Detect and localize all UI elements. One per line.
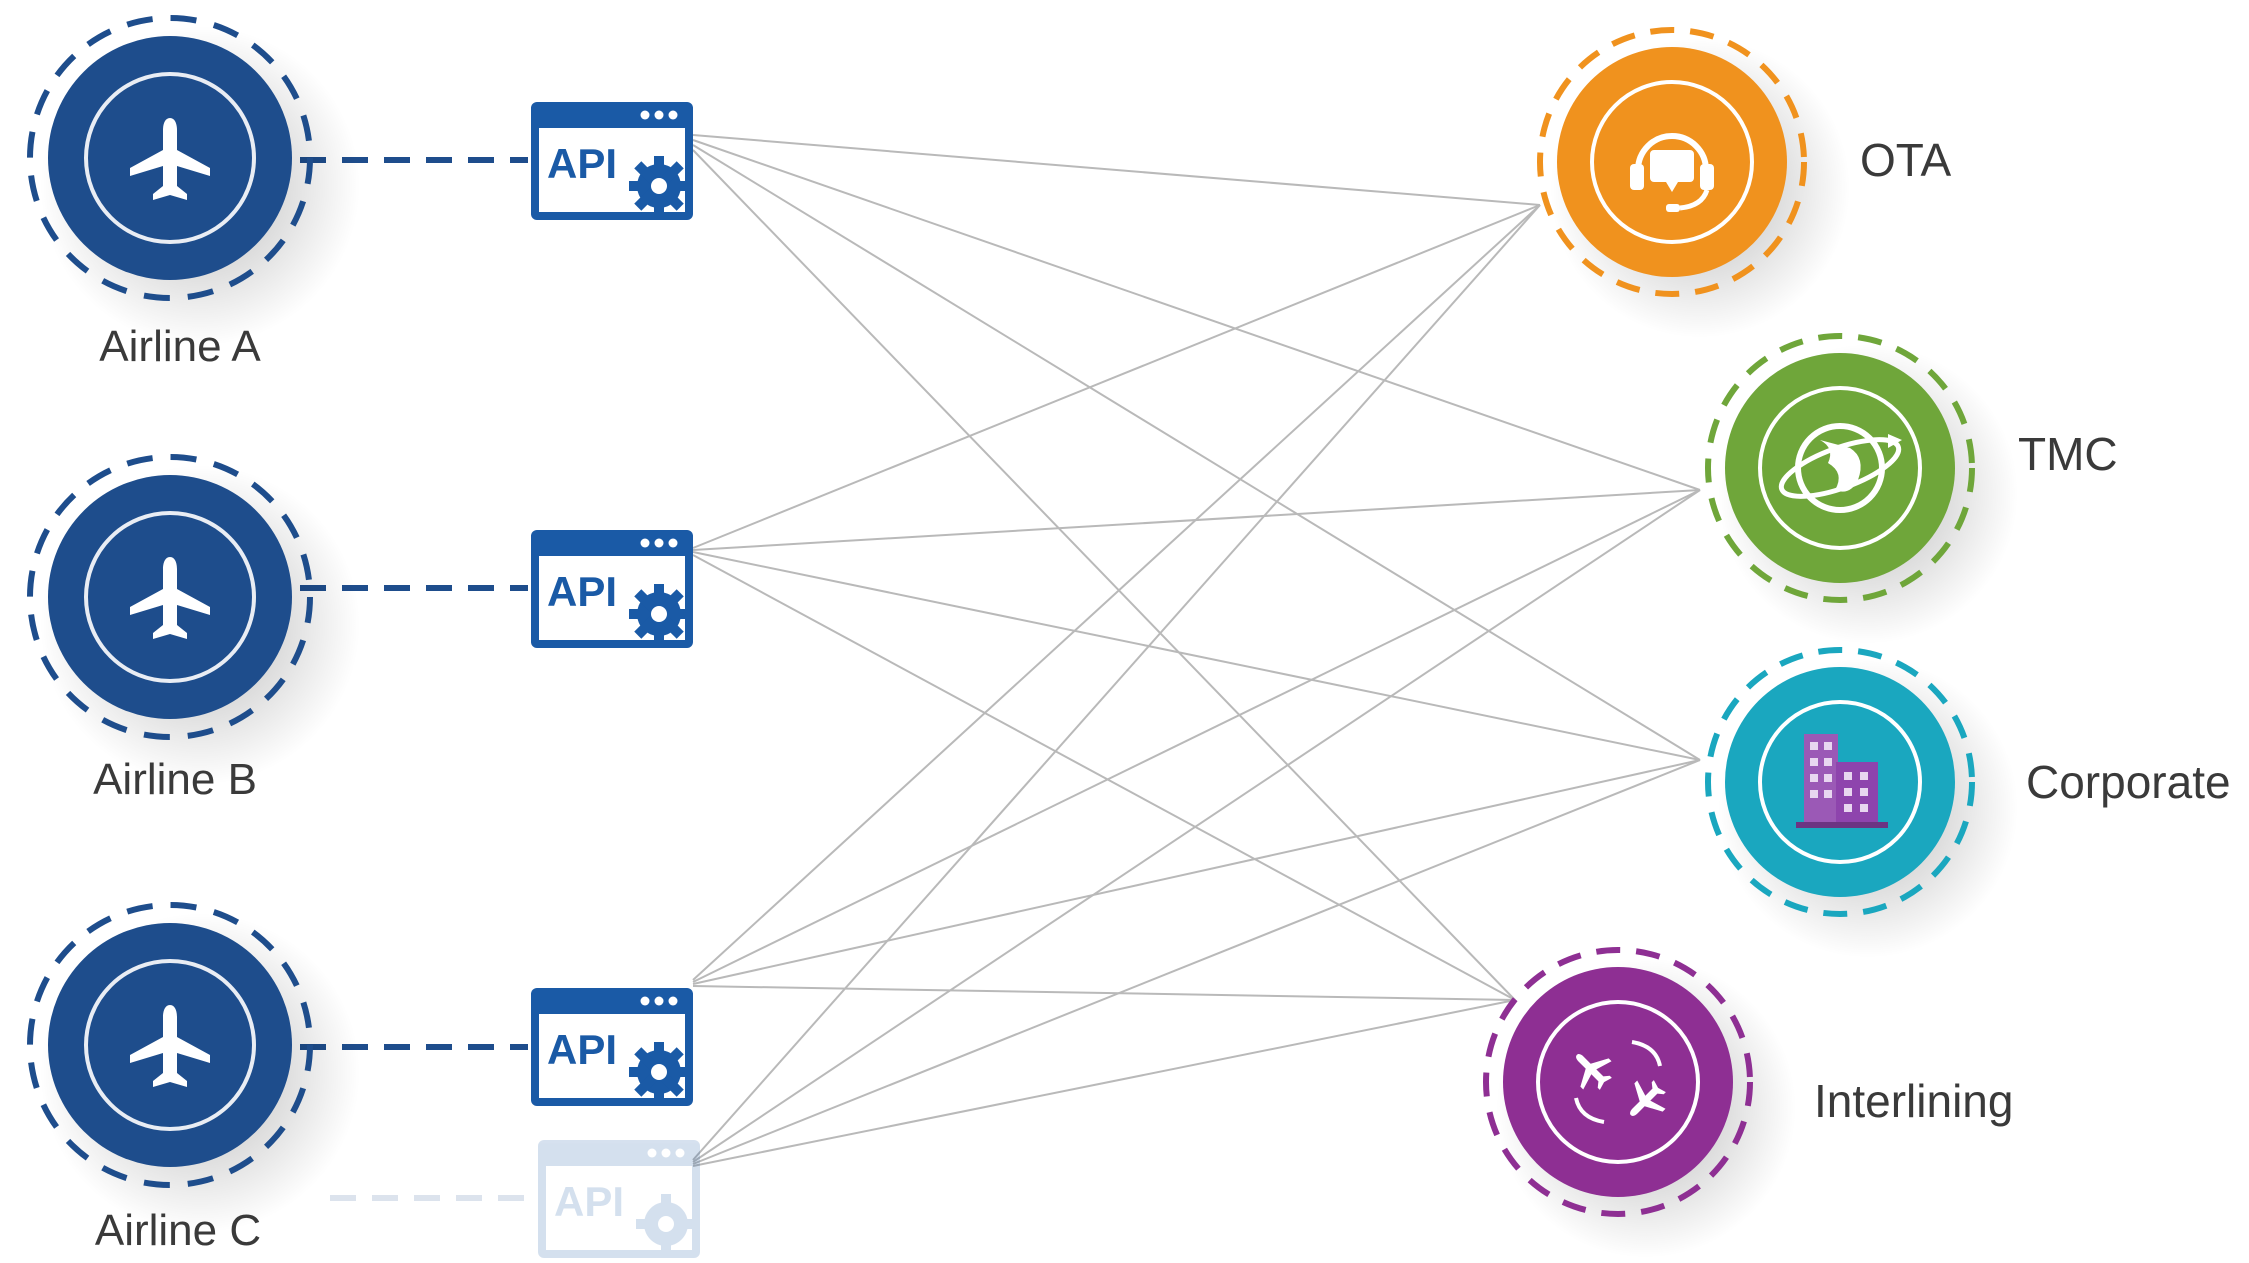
connector-line <box>692 139 1701 491</box>
connector-line <box>692 985 1516 1001</box>
connector-line <box>692 204 1541 549</box>
api-box: API <box>531 988 693 1106</box>
globe-plane-icon <box>1778 423 1902 513</box>
channel-node-tmc: TMC <box>1705 333 2118 644</box>
headset-chat-icon <box>1630 133 1714 212</box>
connector-line <box>692 489 1701 983</box>
channel-node-ota: OTA <box>1537 27 1951 338</box>
connector-line <box>692 554 1516 1001</box>
airline-node-a: Airline A <box>27 15 360 371</box>
airline-node-b: Airline B <box>27 454 360 804</box>
connector-line <box>692 134 1541 206</box>
gear-icon <box>629 156 689 216</box>
api-label: API <box>547 140 617 187</box>
connector-lines <box>692 134 1701 1167</box>
gear-icon <box>636 1194 696 1254</box>
airline-node-c: Airline C <box>27 902 360 1255</box>
connector-line <box>692 551 1701 761</box>
connector-line <box>692 204 1541 1161</box>
airline-label: Airline C <box>95 1206 261 1255</box>
connector-line <box>692 759 1701 985</box>
connector-line <box>692 489 1701 1163</box>
connector-line <box>692 144 1701 761</box>
channel-node-interlining: Interlining <box>1483 947 2013 1258</box>
channel-node-corporate: Corporate <box>1705 647 2231 958</box>
channel-label: Corporate <box>2026 756 2231 808</box>
channel-label: Interlining <box>1814 1075 2013 1127</box>
airline-api-links <box>300 157 528 1201</box>
api-box-faded: API <box>538 1140 700 1258</box>
gear-icon <box>629 584 689 644</box>
api-label: API <box>547 1026 617 1073</box>
api-box: API <box>531 102 693 220</box>
channel-label: OTA <box>1860 134 1951 186</box>
gear-icon <box>629 1042 689 1102</box>
airline-label: Airline B <box>93 755 257 804</box>
connector-line <box>692 999 1516 1167</box>
office-building-icon <box>1796 734 1888 828</box>
connector-line <box>692 204 1541 981</box>
connecting-planes-icon <box>1562 1040 1674 1130</box>
api-box: API <box>531 530 693 648</box>
airline-label: Airline A <box>99 322 261 371</box>
channel-label: TMC <box>2018 428 2118 480</box>
api-label: API <box>547 568 617 615</box>
api-label: API <box>554 1178 624 1225</box>
connector-line <box>692 759 1701 1165</box>
connector-line <box>692 149 1516 1001</box>
